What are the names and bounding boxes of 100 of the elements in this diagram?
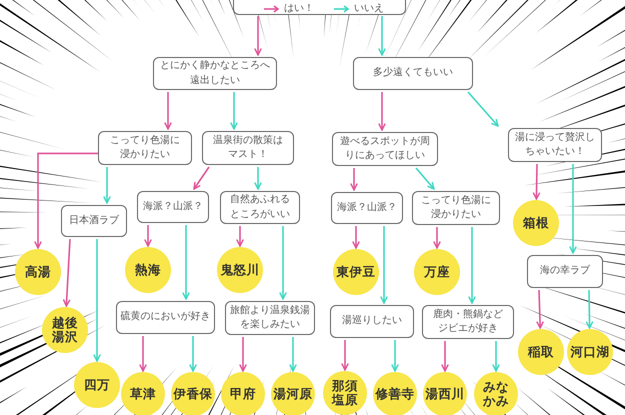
result-label: 熱海 [135, 262, 161, 278]
result-label: 湯河原 [274, 386, 312, 402]
question-text: 鹿肉・熊鍋などジビエが好き [432, 308, 504, 336]
question-box [220, 191, 300, 224]
arrow [254, 16, 262, 56]
question-box [353, 57, 473, 90]
arrow [586, 290, 594, 329]
arrow [468, 227, 476, 304]
result-circle [217, 247, 263, 293]
result-circle [15, 249, 61, 295]
arrow [378, 16, 386, 56]
result-label: 伊香保 [174, 386, 212, 402]
question-text: 遊べるスポットが周りにあってほしい [339, 134, 431, 163]
question-box [527, 255, 603, 288]
arrow [532, 164, 540, 200]
result-label: 越後湯沢 [52, 316, 78, 344]
result-label: 草津 [130, 386, 156, 402]
question-text: こってり色湯に浸かりたい [420, 194, 492, 222]
result-label: 那須塩原 [332, 378, 358, 408]
arrow [164, 92, 172, 130]
arrow [467, 91, 499, 127]
result-circle [518, 329, 564, 375]
arrow [289, 337, 297, 372]
arrow [62, 238, 71, 307]
question-box [202, 131, 294, 165]
result-circle [423, 372, 467, 415]
arrow [380, 226, 388, 304]
arrow [239, 337, 247, 372]
arrow [254, 167, 262, 190]
arrow [415, 167, 435, 190]
arrow [139, 336, 147, 372]
result-circle [567, 329, 613, 375]
arrow [352, 226, 360, 249]
result-circle [474, 372, 518, 415]
result-circle [323, 371, 367, 415]
question-box [422, 305, 514, 339]
arrow [193, 166, 210, 190]
arrow [279, 226, 287, 300]
question-text: 温泉街の散策はマスト！ [212, 134, 284, 162]
question-box [330, 305, 414, 338]
result-circle [373, 372, 417, 415]
result-circle [221, 372, 265, 415]
question-box [153, 57, 277, 90]
question-box [98, 131, 192, 165]
arrow [569, 164, 577, 254]
question-text: 硫黄のにおいが好き [120, 310, 212, 324]
result-label: 四万 [84, 378, 110, 392]
arrow [34, 152, 98, 249]
arrow [144, 225, 152, 247]
result-label: 万座 [424, 264, 450, 280]
question-text: 湯巡りしたい [341, 314, 403, 328]
question-text: 自然あふれるところがいい [229, 193, 291, 222]
question-text: 日本酒ラブ [68, 214, 120, 228]
question-box [412, 191, 500, 225]
question-box [508, 128, 602, 162]
question-text: 旅館より温泉銭湯を楽しみたい [229, 304, 311, 332]
arrow [433, 227, 441, 249]
result-label: 湯西川 [426, 386, 464, 402]
question-text: 海派？山派？ [142, 200, 204, 214]
question-text: 湯に浸って贅沢しちゃいたい！ [514, 130, 596, 159]
arrow [93, 239, 101, 362]
arrow [441, 341, 449, 372]
result-label: 鬼怒川 [220, 262, 260, 278]
result-label: 甲府 [230, 386, 256, 402]
result-circle [333, 249, 379, 295]
question-box [331, 192, 403, 224]
arrow [341, 340, 349, 371]
arrow [378, 92, 386, 131]
question-text: 海の幸ラブ [539, 264, 591, 278]
result-circle [125, 247, 171, 293]
result-circle [42, 307, 88, 353]
result-circle [121, 372, 165, 415]
arrow [536, 290, 544, 329]
arrow [391, 340, 399, 372]
result-circle [171, 372, 215, 415]
arrow [103, 167, 111, 204]
question-box [137, 191, 209, 223]
result-label: 東伊豆 [336, 264, 376, 280]
result-label: 高湯 [25, 264, 51, 280]
result-label: 河口湖 [570, 344, 610, 360]
question-text: 多少遠くてもいい [372, 66, 454, 80]
question-text: とにかく静かなところへ遠出したい [159, 59, 271, 88]
arrow [189, 336, 197, 372]
legend-label: いいえ [354, 3, 384, 14]
result-circle [513, 200, 559, 246]
arrow [230, 92, 238, 130]
arrow [492, 341, 500, 372]
result-circle [414, 249, 460, 295]
question-box [61, 205, 127, 237]
arrow [236, 226, 244, 247]
arrow [350, 168, 358, 191]
result-circle [74, 362, 120, 408]
legend-label: はい！ [284, 3, 314, 14]
arrow [182, 225, 190, 300]
result-circle [271, 372, 315, 415]
result-label: 修善寺 [376, 386, 414, 402]
result-label: 箱根 [523, 216, 549, 230]
question-text: こってり色湯に浸かりたい [109, 134, 181, 162]
question-box [116, 301, 215, 334]
result-label: みなかみ [482, 380, 510, 408]
